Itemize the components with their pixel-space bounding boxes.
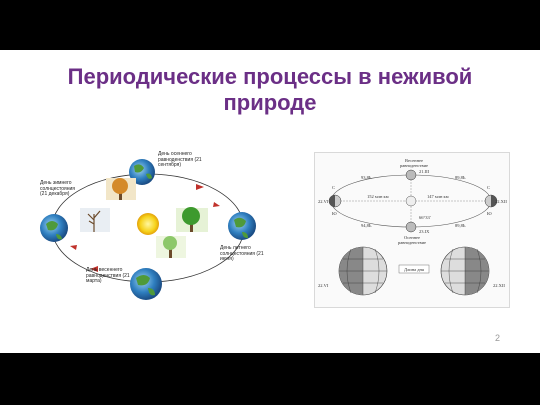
title-line-1: Периодические процессы в неживой [67,64,473,89]
sun-icon [137,213,159,235]
top-label-1: Весеннее [405,158,423,163]
bottom-label-2: равноденствие [398,240,426,245]
globe-left-icon [338,246,388,296]
diagram-earth-bottom-icon [405,221,417,233]
orbit-illustration [40,159,256,300]
seasons-orbit-figure: День осеннего равноденствия (21 сентября… [36,151,266,302]
deg-tl: 93,8Ь [361,175,372,181]
earth-left-icon [40,214,68,242]
date-right: 22.XII [495,199,507,204]
day-length-box [398,264,430,274]
slide-title: Периодические процессы в неживой природе [30,64,510,116]
label-winter: День зимнего солнцестояния (21 декабря) [40,180,75,197]
orbit-arrow-top-icon [196,184,204,190]
globe-right-icon [440,246,490,296]
summer-tree-icon [176,207,208,232]
deg-br: 89,8Ь [455,223,466,229]
earth-bottom-icon [130,268,162,300]
angle-label: 66°33' [419,215,431,220]
autumn-tree-icon [106,178,136,200]
date-top: 21.III [419,169,430,174]
winter-tree-icon [80,208,110,232]
n-left: С [332,185,335,190]
slide: Периодические процессы в неживой природе [0,50,540,353]
diagram-sun-icon [405,195,417,207]
deg-tr: 89,8Ь [455,175,466,181]
earth-right-icon [228,212,256,240]
orbit-arrow-left-icon [70,245,77,250]
s-left: Ю [332,211,337,216]
day-length-label: Длина дня [404,267,424,272]
date-left: 22.VI [318,199,329,204]
date-bottom: 23.IX [419,229,430,234]
top-label-2: равноденствие [400,163,428,168]
bottom-label-1: Осеннее [404,235,420,240]
orbit-diagram-figure: Весеннее равноденствие Осеннее равноденс… [314,152,510,308]
date-right-bottom: 22.XII [493,283,505,288]
s-right: Ю [487,211,492,216]
dist-left: 152 млн км [367,194,389,199]
orbit-arrow-right-icon [213,202,220,207]
label-summer: День летнего солнцестояния (21 июня) [220,245,264,262]
diagram-earth-top-icon [405,169,417,181]
spring-tree-icon [156,236,186,258]
orbit-diagram: Весеннее равноденствие Осеннее равноденс… [318,158,507,296]
n-right: С [487,185,490,190]
label-autumn: День осеннего равноденствия (21 сентября… [158,151,202,168]
label-spring: День весеннего равноденствия (21 марта) [86,267,130,284]
page-number: 2 [494,333,500,343]
deg-bl: 94,8Ь [361,223,372,229]
orbit-arrow-bottom-icon [90,266,98,272]
date-left-bottom: 22.VI [318,283,329,288]
title-line-2: природе [223,90,317,115]
dist-right: 147 млн км [427,194,449,199]
